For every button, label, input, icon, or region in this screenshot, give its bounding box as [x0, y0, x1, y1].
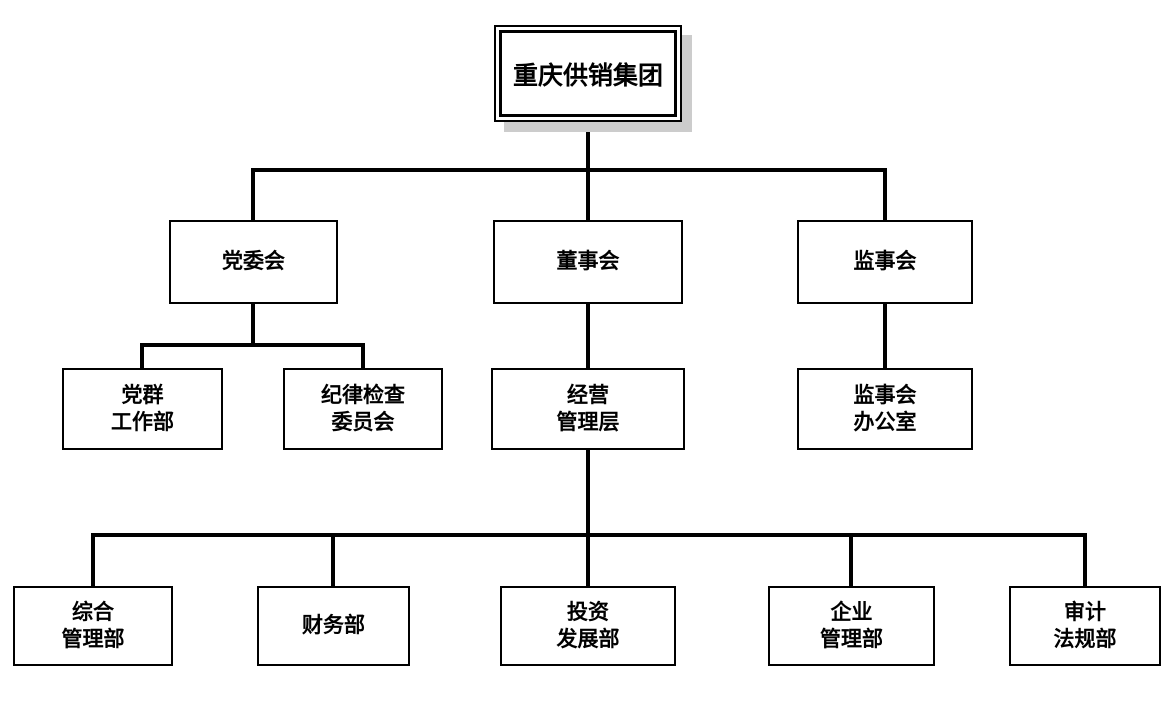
connector-management-drop	[586, 450, 590, 537]
connector-party-committee-drop	[251, 304, 255, 347]
node-discipline-inspection-committee-label: 纪律检查 委员会	[321, 383, 405, 434]
node-discipline-inspection-committee: 纪律检查 委员会	[283, 368, 443, 450]
node-party-committee-label: 党委会	[222, 250, 285, 274]
node-finance-dept-label: 财务部	[302, 614, 365, 638]
node-root-label: 重庆供销集团	[512, 61, 663, 90]
node-board-of-directors-label: 董事会	[556, 250, 620, 274]
node-operating-management-label: 经营 管理层	[556, 383, 620, 434]
connector-drop-general-mgmt	[91, 533, 95, 588]
node-audit-legal-dept-label: 审计 法规部	[1053, 600, 1117, 651]
connector-drop-audit	[1083, 533, 1087, 588]
node-enterprise-management-dept: 企业 管理部	[768, 586, 935, 666]
connector-drop-enterprise	[849, 533, 853, 588]
node-finance-dept: 财务部	[257, 586, 410, 666]
node-supervisory-board: 监事会	[797, 220, 973, 304]
node-general-management-dept-label: 综合 管理部	[61, 600, 125, 651]
node-operating-management: 经营 管理层	[491, 368, 685, 450]
node-investment-development-dept: 投资 发展部	[500, 586, 676, 666]
connector-level2-rail	[251, 168, 887, 172]
node-enterprise-management-dept-label: 企业 管理部	[820, 600, 883, 651]
connector-board-to-management	[586, 304, 590, 370]
node-supervisory-board-office-label: 监事会 办公室	[853, 383, 917, 434]
node-audit-legal-dept: 审计 法规部	[1009, 586, 1161, 666]
connector-drop-party-committee	[251, 168, 255, 222]
node-root: 重庆供销集团	[494, 25, 682, 122]
connector-root-drop	[586, 122, 590, 172]
node-party-mass-work-dept: 党群 工作部	[62, 368, 223, 450]
connector-drop-finance	[331, 533, 335, 588]
node-root-frame: 重庆供销集团	[499, 30, 677, 117]
connector-party-rail	[140, 343, 365, 347]
node-supervisory-board-office: 监事会 办公室	[797, 368, 973, 450]
connector-drop-discipline	[361, 343, 365, 370]
connector-drop-party-mass	[140, 343, 144, 370]
connector-supervisory-to-office	[883, 304, 887, 370]
node-party-committee: 党委会	[169, 220, 338, 304]
connector-drop-supervisory	[883, 168, 887, 222]
node-investment-development-dept-label: 投资 发展部	[556, 600, 620, 651]
node-party-mass-work-dept-label: 党群 工作部	[111, 383, 174, 434]
node-general-management-dept: 综合 管理部	[13, 586, 173, 666]
connector-drop-investment	[586, 533, 590, 588]
node-supervisory-board-label: 监事会	[853, 250, 917, 274]
connector-drop-board	[586, 168, 590, 222]
node-board-of-directors: 董事会	[493, 220, 683, 304]
